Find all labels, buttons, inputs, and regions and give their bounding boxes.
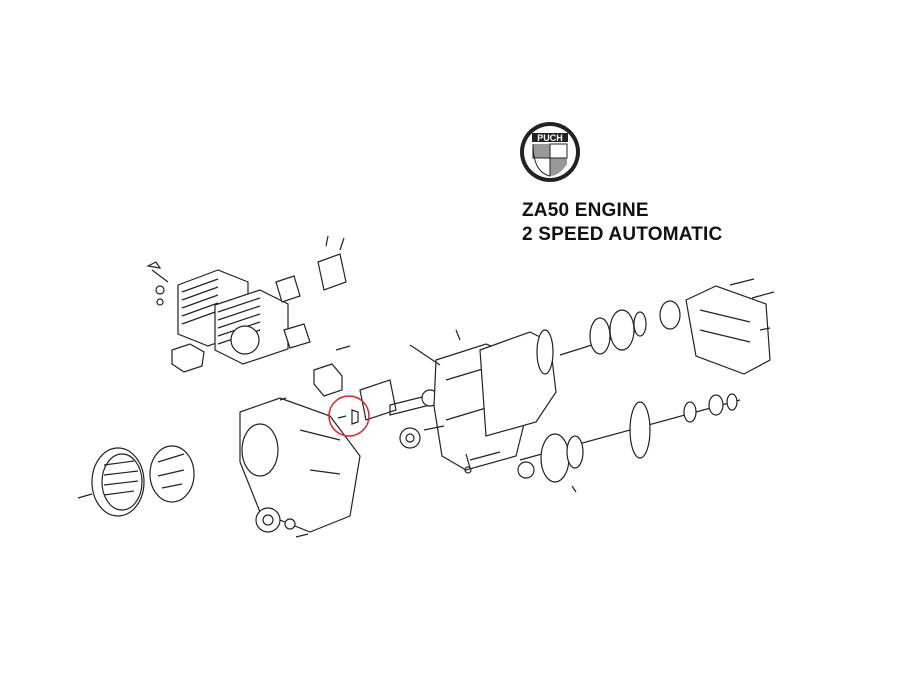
variator-group [517, 393, 741, 493]
crankcase-group [359, 329, 557, 474]
highlighted-part-marker[interactable] [328, 395, 370, 437]
svg-text:PUCH: PUCH [537, 133, 563, 143]
ignition-group [77, 397, 361, 538]
cylinder-group [146, 235, 351, 397]
puch-logo: PUCH [520, 122, 580, 182]
clutch-group [536, 278, 775, 375]
diagram-subtitle: 2 SPEED AUTOMATIC [522, 224, 723, 245]
diagram-title: ZA50 ENGINE [522, 200, 649, 221]
